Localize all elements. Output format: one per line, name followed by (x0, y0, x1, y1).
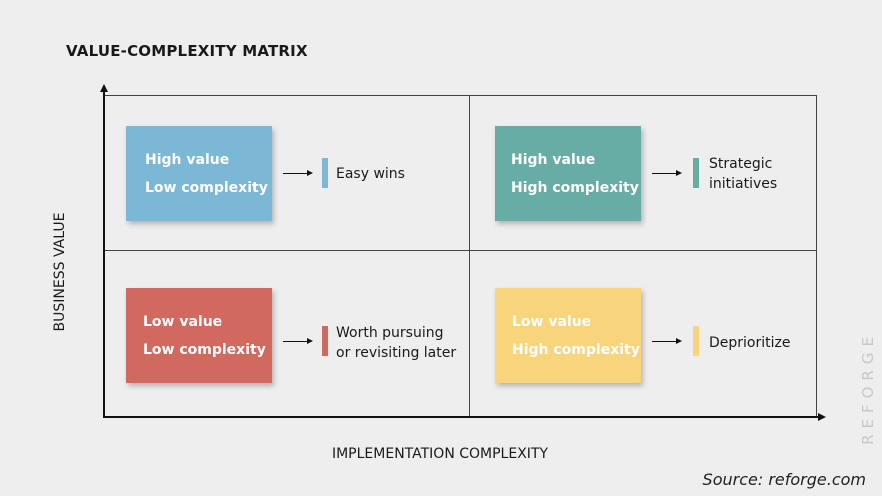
x-axis (103, 416, 820, 418)
horizontal-divider (103, 250, 817, 251)
page-title: VALUE-COMPLEXITY MATRIX (66, 42, 308, 60)
color-bar (693, 158, 699, 188)
result-text-line-2: or revisiting later (336, 345, 457, 361)
arrow-right-icon (652, 338, 682, 344)
y-axis (103, 90, 105, 418)
box-line-2: High complexity (511, 179, 639, 196)
result-text-line-1: Worth pursuing (336, 325, 444, 341)
box-line-1: High value (145, 151, 230, 168)
result-text: Easy wins (336, 166, 405, 182)
arrow-right-icon (818, 413, 826, 421)
quadrant-box-low-value-low-complexity: Low value Low complexity (126, 288, 272, 383)
vertical-divider (469, 95, 470, 417)
source-credit: Source: reforge.com (702, 470, 866, 489)
box-line-2: Low complexity (145, 179, 268, 196)
box-line-1: Low value (143, 313, 223, 330)
matrix-grid (103, 95, 817, 417)
result-easy-wins: Easy wins (336, 164, 405, 184)
box-line-1: High value (511, 151, 596, 168)
color-bar (322, 158, 328, 188)
x-axis-label: IMPLEMENTATION COMPLEXITY (331, 446, 549, 462)
y-axis-label: BUSINESS VALUE (52, 212, 68, 332)
quadrant-box-low-value-high-complexity: Low value High complexity (495, 288, 641, 383)
result-text: Deprioritize (709, 335, 791, 351)
arrow-right-icon (283, 170, 313, 176)
result-text-line-2: initiatives (709, 176, 778, 192)
result-strategic-initiatives: Strategic initiatives (709, 154, 777, 194)
result-worth-pursuing: Worth pursuing or revisiting later (336, 323, 456, 363)
arrow-right-icon (283, 338, 313, 344)
result-text-line-1: Strategic (709, 156, 773, 172)
color-bar (693, 326, 699, 356)
box-line-2: High complexity (512, 341, 640, 358)
box-line-1: Low value (512, 313, 592, 330)
color-bar (322, 326, 328, 356)
quadrant-box-high-value-low-complexity: High value Low complexity (126, 126, 272, 221)
quadrant-box-high-value-high-complexity: High value High complexity (495, 126, 641, 221)
arrow-right-icon (652, 170, 682, 176)
box-line-2: Low complexity (143, 341, 266, 358)
reforge-watermark: REFORGE (859, 331, 877, 445)
result-deprioritize: Deprioritize (709, 333, 790, 353)
arrow-up-icon (100, 84, 108, 92)
